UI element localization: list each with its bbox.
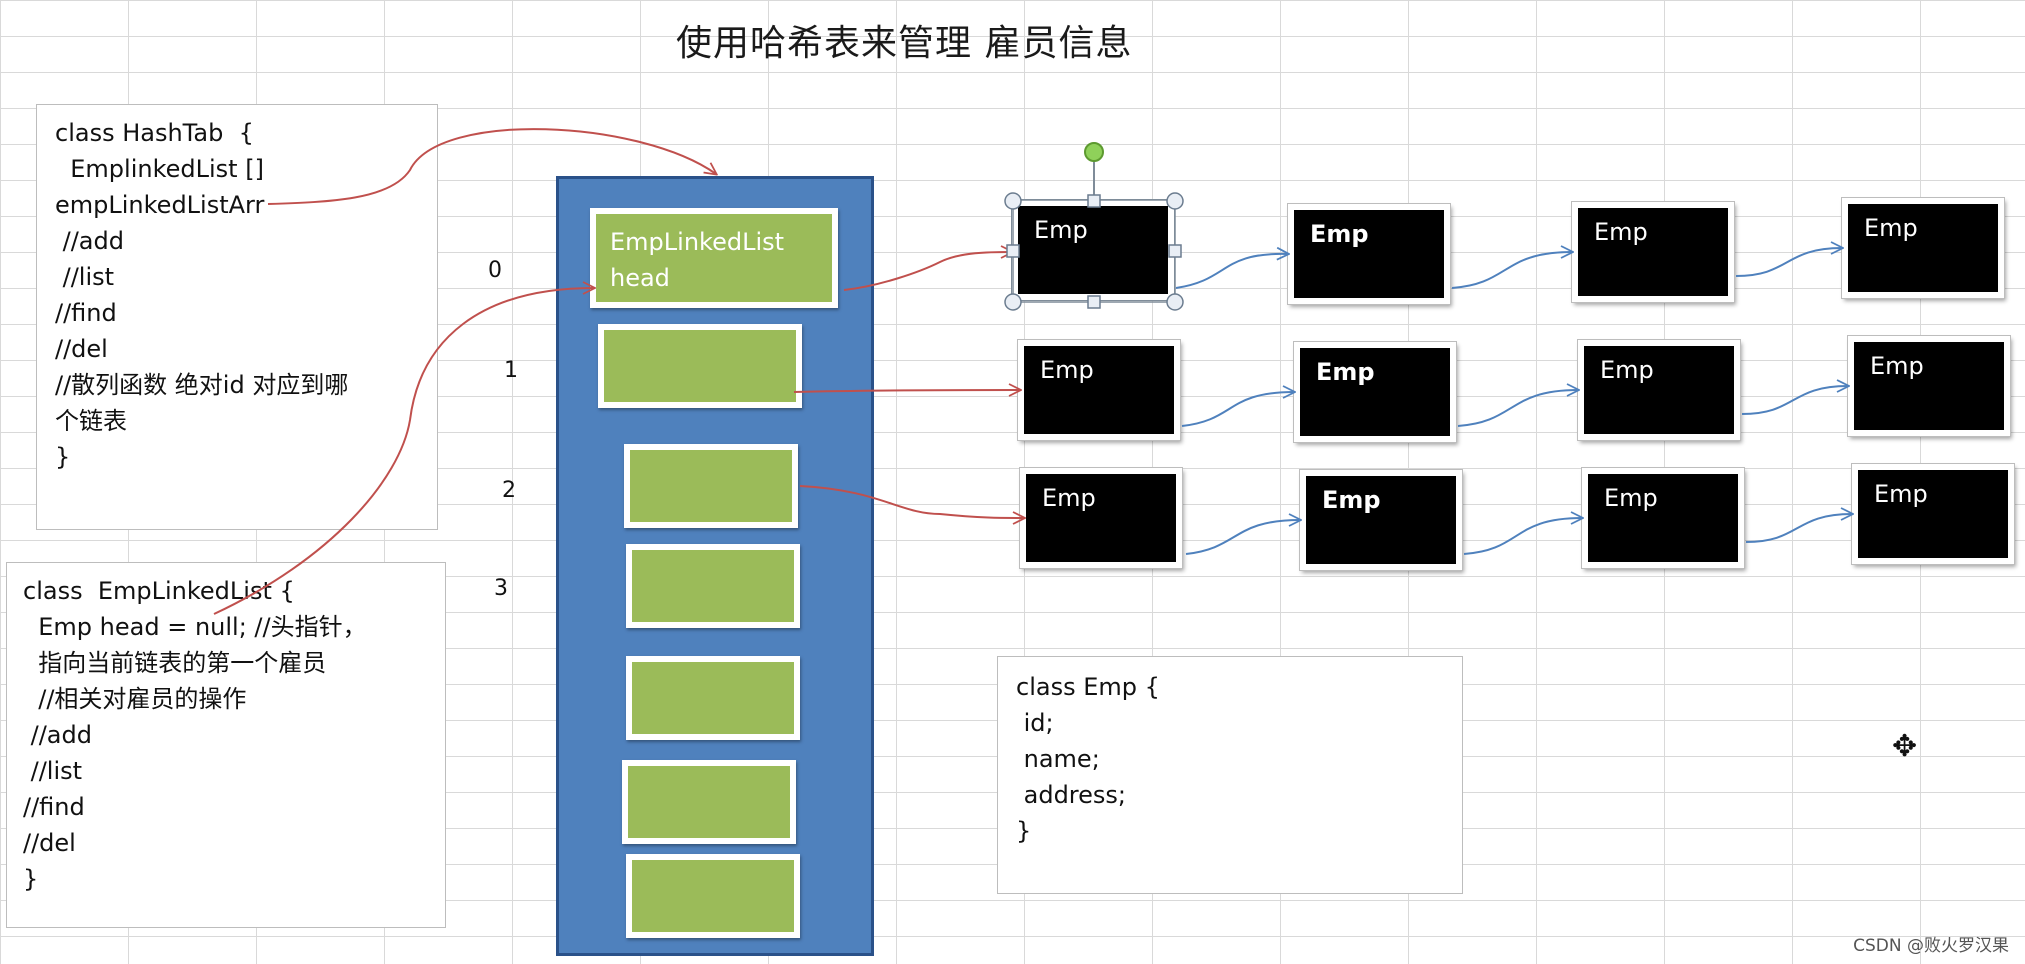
code-line: address; bbox=[1016, 781, 1127, 809]
code-line: //list bbox=[55, 263, 115, 291]
emp-node-r2-c1: Emp bbox=[1300, 470, 1462, 570]
array-slot-1 bbox=[598, 324, 802, 408]
code-line: //add bbox=[55, 227, 124, 255]
diagram-title: 使用哈希表来管理 雇员信息 bbox=[676, 23, 1133, 64]
emp-label: Emp bbox=[1870, 352, 1924, 380]
code-line: //del bbox=[55, 335, 108, 363]
arrow-r1-3 bbox=[1741, 386, 1848, 415]
emp-node-r0-c3: Emp bbox=[1842, 198, 2004, 298]
code-line: 指向当前链表的第一个雇员 bbox=[23, 649, 327, 677]
array-slot-4 bbox=[626, 656, 800, 740]
emp-label: Emp bbox=[1034, 216, 1088, 244]
move-cursor-icon: ✥ bbox=[1892, 730, 1918, 763]
emp-node-r1-c1: Emp bbox=[1294, 342, 1456, 442]
emp-label: Emp bbox=[1316, 358, 1375, 386]
emp-label: Emp bbox=[1864, 214, 1918, 242]
emp-label: Emp bbox=[1322, 486, 1381, 514]
emp-node-r0-c1: Emp bbox=[1288, 204, 1450, 304]
array-index-0: 0 bbox=[488, 258, 502, 283]
array-slot-2 bbox=[624, 444, 798, 528]
emp-label: Emp bbox=[1040, 356, 1094, 384]
code-line: //add bbox=[23, 721, 92, 749]
array-slot-3 bbox=[626, 544, 800, 628]
code-line: //find bbox=[23, 793, 85, 821]
emp-label: Emp bbox=[1604, 484, 1658, 512]
emp-label: Emp bbox=[1874, 480, 1928, 508]
arrow-r0-2 bbox=[1451, 252, 1572, 289]
arrow-arr-to-array bbox=[267, 128, 716, 205]
arrow-r2-3 bbox=[1745, 514, 1852, 543]
code-line: Emp head = null; //头指针， bbox=[23, 613, 367, 641]
code-line: class HashTab { bbox=[55, 119, 254, 147]
array-slot-0: EmpLinkedList head bbox=[590, 208, 838, 308]
arrow-slot2-to-emp bbox=[799, 485, 1024, 518]
arrow-head-to-slot0 bbox=[213, 288, 594, 615]
code-line: //del bbox=[23, 829, 76, 857]
hashtab-class-box: class HashTab { EmplinkedList [] empLink… bbox=[36, 104, 438, 530]
code-line: 个链表 bbox=[55, 407, 127, 435]
array-slot-5 bbox=[622, 760, 796, 844]
code-line: id; bbox=[1016, 709, 1054, 737]
code-line: //相关对雇员的操作 bbox=[23, 685, 247, 713]
slot-label-line2: head bbox=[610, 264, 670, 292]
code-line: //find bbox=[55, 299, 117, 327]
code-line: //散列函数 绝对id 对应到哪 bbox=[55, 371, 349, 399]
code-line: //list bbox=[23, 757, 83, 785]
arrow-slot0-to-emp bbox=[843, 252, 1012, 291]
emp-node-r2-c2: Emp bbox=[1582, 468, 1744, 568]
array-index-2: 2 bbox=[502, 478, 516, 503]
array-index-1: 1 bbox=[504, 358, 518, 383]
emp-label: Emp bbox=[1310, 220, 1369, 248]
array-slot-6 bbox=[626, 854, 800, 938]
selection-handles bbox=[1004, 142, 1184, 311]
code-line: class Emp { bbox=[1016, 673, 1160, 701]
arrow-r2-2 bbox=[1463, 518, 1582, 555]
emp-node-r2-c0: Emp bbox=[1020, 468, 1182, 568]
emp-label: Emp bbox=[1594, 218, 1648, 246]
emp-node-r0-c2: Emp bbox=[1572, 202, 1734, 302]
code-line: } bbox=[23, 865, 39, 893]
arrow-r2-1 bbox=[1185, 520, 1300, 555]
emp-node-r1-c2: Emp bbox=[1578, 340, 1740, 440]
arrow-r0-3 bbox=[1735, 248, 1842, 277]
watermark: CSDN @败火罗汉果 bbox=[1853, 936, 2009, 956]
arrow-r1-1 bbox=[1181, 392, 1294, 427]
arrow-r0-1 bbox=[1175, 254, 1288, 289]
rotate-handle bbox=[1084, 142, 1104, 162]
code-line: name; bbox=[1016, 745, 1100, 773]
array-index-3: 3 bbox=[494, 576, 508, 601]
arrow-r1-2 bbox=[1457, 390, 1578, 427]
emp-node-r2-c3: Emp bbox=[1852, 464, 2014, 564]
code-line: empLinkedListArr bbox=[55, 191, 265, 219]
emplinkedlist-class-box: class EmpLinkedList { Emp head = null; /… bbox=[6, 562, 446, 928]
emp-class-box: class Emp { id; name; address; } bbox=[997, 656, 1463, 894]
code-line: EmplinkedList [] bbox=[55, 155, 264, 183]
emp-label: Emp bbox=[1042, 484, 1096, 512]
emp-node-r1-c3: Emp bbox=[1848, 336, 2010, 436]
arrow-slot1-to-emp bbox=[793, 390, 1020, 392]
code-line: } bbox=[1016, 817, 1032, 845]
emp-label: Emp bbox=[1600, 356, 1654, 384]
code-line: } bbox=[55, 443, 71, 471]
slot-label-line1: EmpLinkedList bbox=[610, 228, 785, 256]
